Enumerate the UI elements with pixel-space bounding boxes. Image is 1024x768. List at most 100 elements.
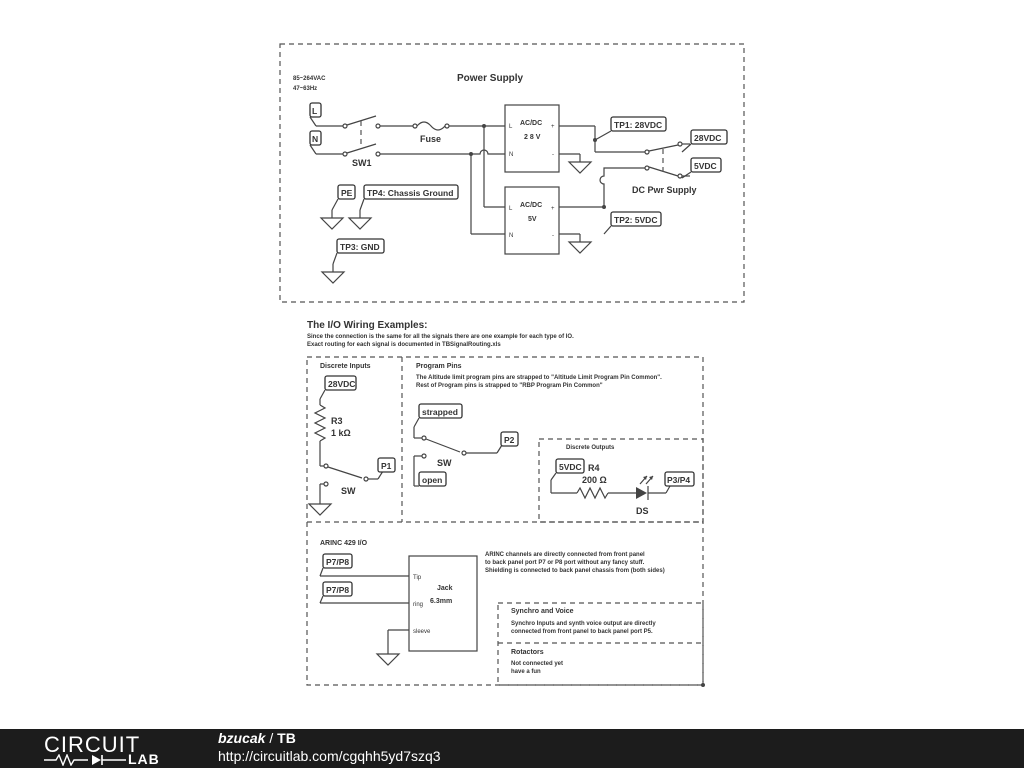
sw1-switch bbox=[342, 115, 381, 157]
power-supply-frame bbox=[279, 43, 745, 303]
discrete-outputs-section: Discrete Outputs 5VDC R4 200 Ω DS P3/P4 bbox=[550, 445, 695, 516]
rotactors-section: Rotactors Not connected yet have a fun bbox=[511, 649, 563, 675]
synchro-section: Synchro and Voice Synchro Inputs and syn… bbox=[511, 608, 656, 635]
svg-text:TP4: Chassis Ground: TP4: Chassis Ground bbox=[367, 188, 453, 198]
svg-text:28VDC: 28VDC bbox=[694, 133, 721, 143]
input-frequency-label: 47~63Hz bbox=[293, 86, 317, 92]
synchro-frame bbox=[497, 602, 704, 686]
arinc-title: ARINC 429 I/O bbox=[320, 540, 368, 547]
svg-text:AC/DC: AC/DC bbox=[520, 120, 542, 127]
svg-text:N: N bbox=[509, 152, 513, 158]
footer-bar: CIRCUIT LAB bzucak / TB http://circuitla… bbox=[0, 729, 1024, 768]
project-url[interactable]: http://circuitlab.com/cgqhh5yd7szq3 bbox=[218, 748, 441, 764]
svg-text:L: L bbox=[509, 206, 513, 212]
svg-text:6.3mm: 6.3mm bbox=[430, 598, 452, 605]
svg-text:PE: PE bbox=[341, 188, 353, 198]
power-supply-section: Power Supply 85~264VAC 47~63Hz L N SW1 bbox=[279, 43, 745, 303]
io-frame bbox=[306, 356, 704, 686]
svg-text:Tip: Tip bbox=[413, 575, 422, 581]
r4-value: 200 Ω bbox=[582, 475, 607, 485]
psu-28v: L N + - AC/DC 28V bbox=[504, 104, 560, 173]
power-supply-title: Power Supply bbox=[457, 73, 524, 84]
tp1-tag: TP1: 28VDC bbox=[610, 116, 667, 132]
arinc-desc-3: Shielding is connected to back panel cha… bbox=[485, 568, 665, 574]
tp3-tag: TP3: GND bbox=[336, 238, 385, 254]
io-desc-1: Since the connection is the same for all… bbox=[307, 334, 574, 340]
logo-waveform-icon bbox=[44, 754, 126, 766]
r4-label: R4 bbox=[588, 463, 600, 473]
strapped-tag: strapped bbox=[418, 403, 463, 419]
program-sw-label: SW bbox=[437, 458, 452, 468]
svg-text:-: - bbox=[552, 152, 554, 158]
program-pins-desc-1: The Altitude limit program pins are stra… bbox=[416, 375, 662, 381]
author-separator: / bbox=[265, 730, 278, 746]
arinc-port-tag-2: P7/P8 bbox=[322, 581, 353, 597]
arinc-section: ARINC 429 I/O P7/P8 P7/P8 Tip ring sleev… bbox=[319, 540, 665, 666]
svg-text:N: N bbox=[312, 134, 318, 144]
discrete-inputs-title: Discrete Inputs bbox=[320, 363, 371, 370]
r4-resistor bbox=[576, 486, 609, 500]
tp2-tag: TP2: 5VDC bbox=[610, 211, 662, 227]
dc-power-switch-label: DC Pwr Supply bbox=[632, 185, 697, 195]
svg-text:P1: P1 bbox=[381, 461, 392, 471]
author-line: bzucak / TB bbox=[218, 730, 296, 746]
open-tag: open bbox=[418, 471, 447, 487]
rotactors-desc-2: have a fun bbox=[511, 669, 541, 675]
led-label: DS bbox=[636, 506, 649, 516]
svg-text:5VDC: 5VDC bbox=[559, 462, 582, 472]
discrete-output-5vdc-tag: 5VDC bbox=[555, 458, 585, 474]
discrete-outputs-title: Discrete Outputs bbox=[566, 445, 615, 451]
arinc-desc-1: ARINC channels are directly connected fr… bbox=[485, 552, 645, 558]
svg-text:TP3: GND: TP3: GND bbox=[340, 242, 380, 252]
r3-resistor bbox=[313, 404, 327, 442]
tp4-tag: TP4: Chassis Ground bbox=[363, 184, 459, 200]
svg-text:open: open bbox=[422, 475, 442, 485]
p3-p4-tag: P3/P4 bbox=[664, 471, 695, 487]
r3-value: 1 kΩ bbox=[331, 428, 351, 438]
svg-text:5VDC: 5VDC bbox=[694, 161, 717, 171]
svg-text:Jack: Jack bbox=[437, 585, 453, 592]
svg-text:+: + bbox=[551, 124, 555, 130]
svg-text:AC/DC: AC/DC bbox=[520, 202, 542, 209]
svg-text:P3/P4: P3/P4 bbox=[667, 475, 690, 485]
arinc-desc-2: to back panel port P7 or P8 port without… bbox=[485, 560, 645, 566]
svg-text:5V: 5V bbox=[528, 216, 537, 223]
schematic-canvas: Power Supply 85~264VAC 47~63Hz L N SW1 bbox=[279, 43, 745, 687]
program-pins-title: Program Pins bbox=[416, 363, 462, 370]
psu-5v: L N + - AC/DC 5V bbox=[504, 186, 560, 255]
circuitlab-logo-lab: LAB bbox=[128, 751, 160, 767]
r3-label: R3 bbox=[331, 416, 343, 426]
program-pins-section: Program Pins The Altitude limit program … bbox=[413, 363, 662, 487]
arinc-port-tag-1: P7/P8 bbox=[322, 553, 353, 569]
svg-text:P2: P2 bbox=[504, 435, 515, 445]
svg-text:L: L bbox=[312, 106, 317, 116]
neutral-terminal-tag: N bbox=[309, 130, 322, 146]
fuse-label: Fuse bbox=[420, 134, 441, 144]
project-name[interactable]: TB bbox=[277, 730, 296, 746]
synchro-desc-2: connected from front panel to back panel… bbox=[511, 629, 653, 635]
circuitlab-logo[interactable]: CIRCUIT bbox=[44, 732, 141, 757]
pe-tag: PE bbox=[337, 184, 356, 200]
svg-text:TP2: 5VDC: TP2: 5VDC bbox=[614, 215, 657, 225]
program-pins-desc-2: Rest of Program pins is strapped to "RBP… bbox=[416, 383, 603, 389]
discrete-inputs-section: Discrete Inputs 28VDC R3 1 kΩ P1 SW bbox=[308, 363, 396, 516]
io-title: The I/O Wiring Examples: bbox=[307, 320, 428, 331]
svg-text:P7/P8: P7/P8 bbox=[326, 557, 349, 567]
p1-tag: P1 bbox=[377, 457, 396, 473]
input-voltage-label: 85~264VAC bbox=[293, 76, 326, 82]
output-28vdc-tag: 28VDC bbox=[690, 129, 728, 145]
rotactors-desc-1: Not connected yet bbox=[511, 661, 563, 667]
discrete-outputs-frame bbox=[538, 438, 704, 523]
dc-power-switch bbox=[644, 141, 683, 179]
sw1-label: SW1 bbox=[352, 158, 372, 168]
line-terminal-tag: L bbox=[309, 102, 322, 118]
author-name[interactable]: bzucak bbox=[218, 730, 266, 746]
svg-text:ring: ring bbox=[413, 602, 423, 608]
synchro-title: Synchro and Voice bbox=[511, 608, 574, 615]
jack-6-3mm bbox=[408, 555, 478, 652]
svg-text:28VDC: 28VDC bbox=[328, 379, 355, 389]
led-ds bbox=[636, 475, 654, 500]
rotactors-title: Rotactors bbox=[511, 649, 544, 656]
svg-text:-: - bbox=[552, 233, 554, 239]
svg-text:sleeve: sleeve bbox=[413, 629, 431, 635]
